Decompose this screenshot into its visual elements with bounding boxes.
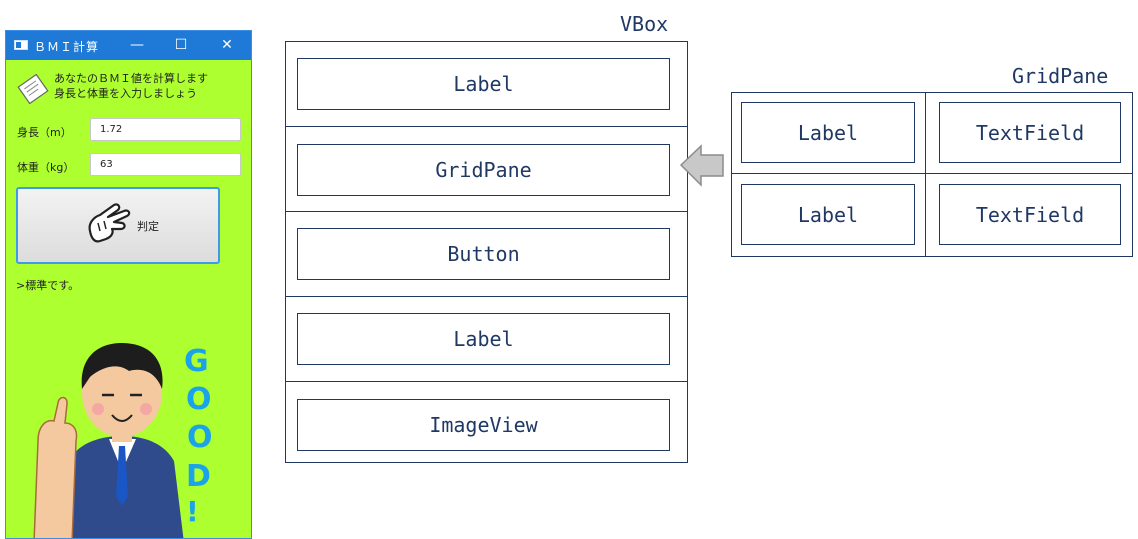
- height-input[interactable]: 1.72: [90, 118, 241, 141]
- result-label: >標準です。: [16, 279, 80, 292]
- vbox-item-label: Label: [297, 313, 670, 365]
- window-title: ＢＭＩ計算: [34, 40, 100, 54]
- grid-divider-horizontal: [732, 173, 1132, 174]
- grid-cell-label: Label: [741, 102, 915, 163]
- bmi-window: ＢＭＩ計算 — ☐ ✕ あなたのＢＭＩ値を計算します 身長と体重を入力しましょう…: [5, 30, 252, 539]
- businessman-thumbs-up-image: G O O D !: [33, 343, 213, 538]
- paper-note-icon: [17, 74, 49, 104]
- grid-cell-textfield: TextField: [939, 102, 1121, 163]
- left-arrow-icon: [679, 144, 724, 187]
- vbox-row: ImageView: [286, 382, 687, 462]
- grid-cell-label: Label: [741, 184, 915, 245]
- svg-text:!: !: [186, 495, 199, 528]
- pointing-hand-icon: [88, 203, 131, 243]
- vbox-item-imageview: ImageView: [297, 399, 670, 451]
- vbox-item-gridpane: GridPane: [297, 144, 670, 196]
- gridpane-diagram: Label TextField Label TextField: [731, 92, 1133, 257]
- height-label: 身長（m）: [17, 126, 72, 139]
- vbox-item-label: Label: [297, 58, 670, 110]
- vbox-row: GridPane: [286, 127, 687, 212]
- message-line-1: あなたのＢＭＩ値を計算します: [54, 72, 208, 85]
- close-icon[interactable]: ✕: [221, 37, 233, 53]
- weight-label: 体重（kg）: [17, 161, 75, 174]
- svg-text:O: O: [186, 382, 212, 417]
- maximize-icon[interactable]: ☐: [174, 37, 188, 53]
- vbox-row: Button: [286, 212, 687, 297]
- minimize-icon[interactable]: —: [130, 37, 144, 53]
- svg-text:O: O: [187, 420, 213, 455]
- vbox-row: Label: [286, 42, 687, 127]
- grid-cell-textfield: TextField: [939, 184, 1121, 245]
- svg-text:G: G: [184, 344, 209, 379]
- message-line-2: 身長と体重を入力しましょう: [54, 87, 197, 100]
- weight-input[interactable]: 63: [90, 153, 241, 176]
- grid-divider-vertical: [925, 93, 926, 256]
- vbox-row: Label: [286, 297, 687, 382]
- vbox-title: VBox: [620, 12, 669, 36]
- judge-button[interactable]: 判定: [16, 187, 220, 264]
- vbox-diagram: Label GridPane Button Label ImageView: [285, 41, 688, 463]
- svg-text:D: D: [186, 459, 211, 494]
- judge-button-label: 判定: [137, 220, 159, 233]
- window-app-icon: [14, 40, 28, 50]
- vbox-item-button: Button: [297, 228, 670, 280]
- window-titlebar[interactable]: ＢＭＩ計算 — ☐ ✕: [6, 31, 251, 60]
- gridpane-title: GridPane: [1012, 64, 1109, 88]
